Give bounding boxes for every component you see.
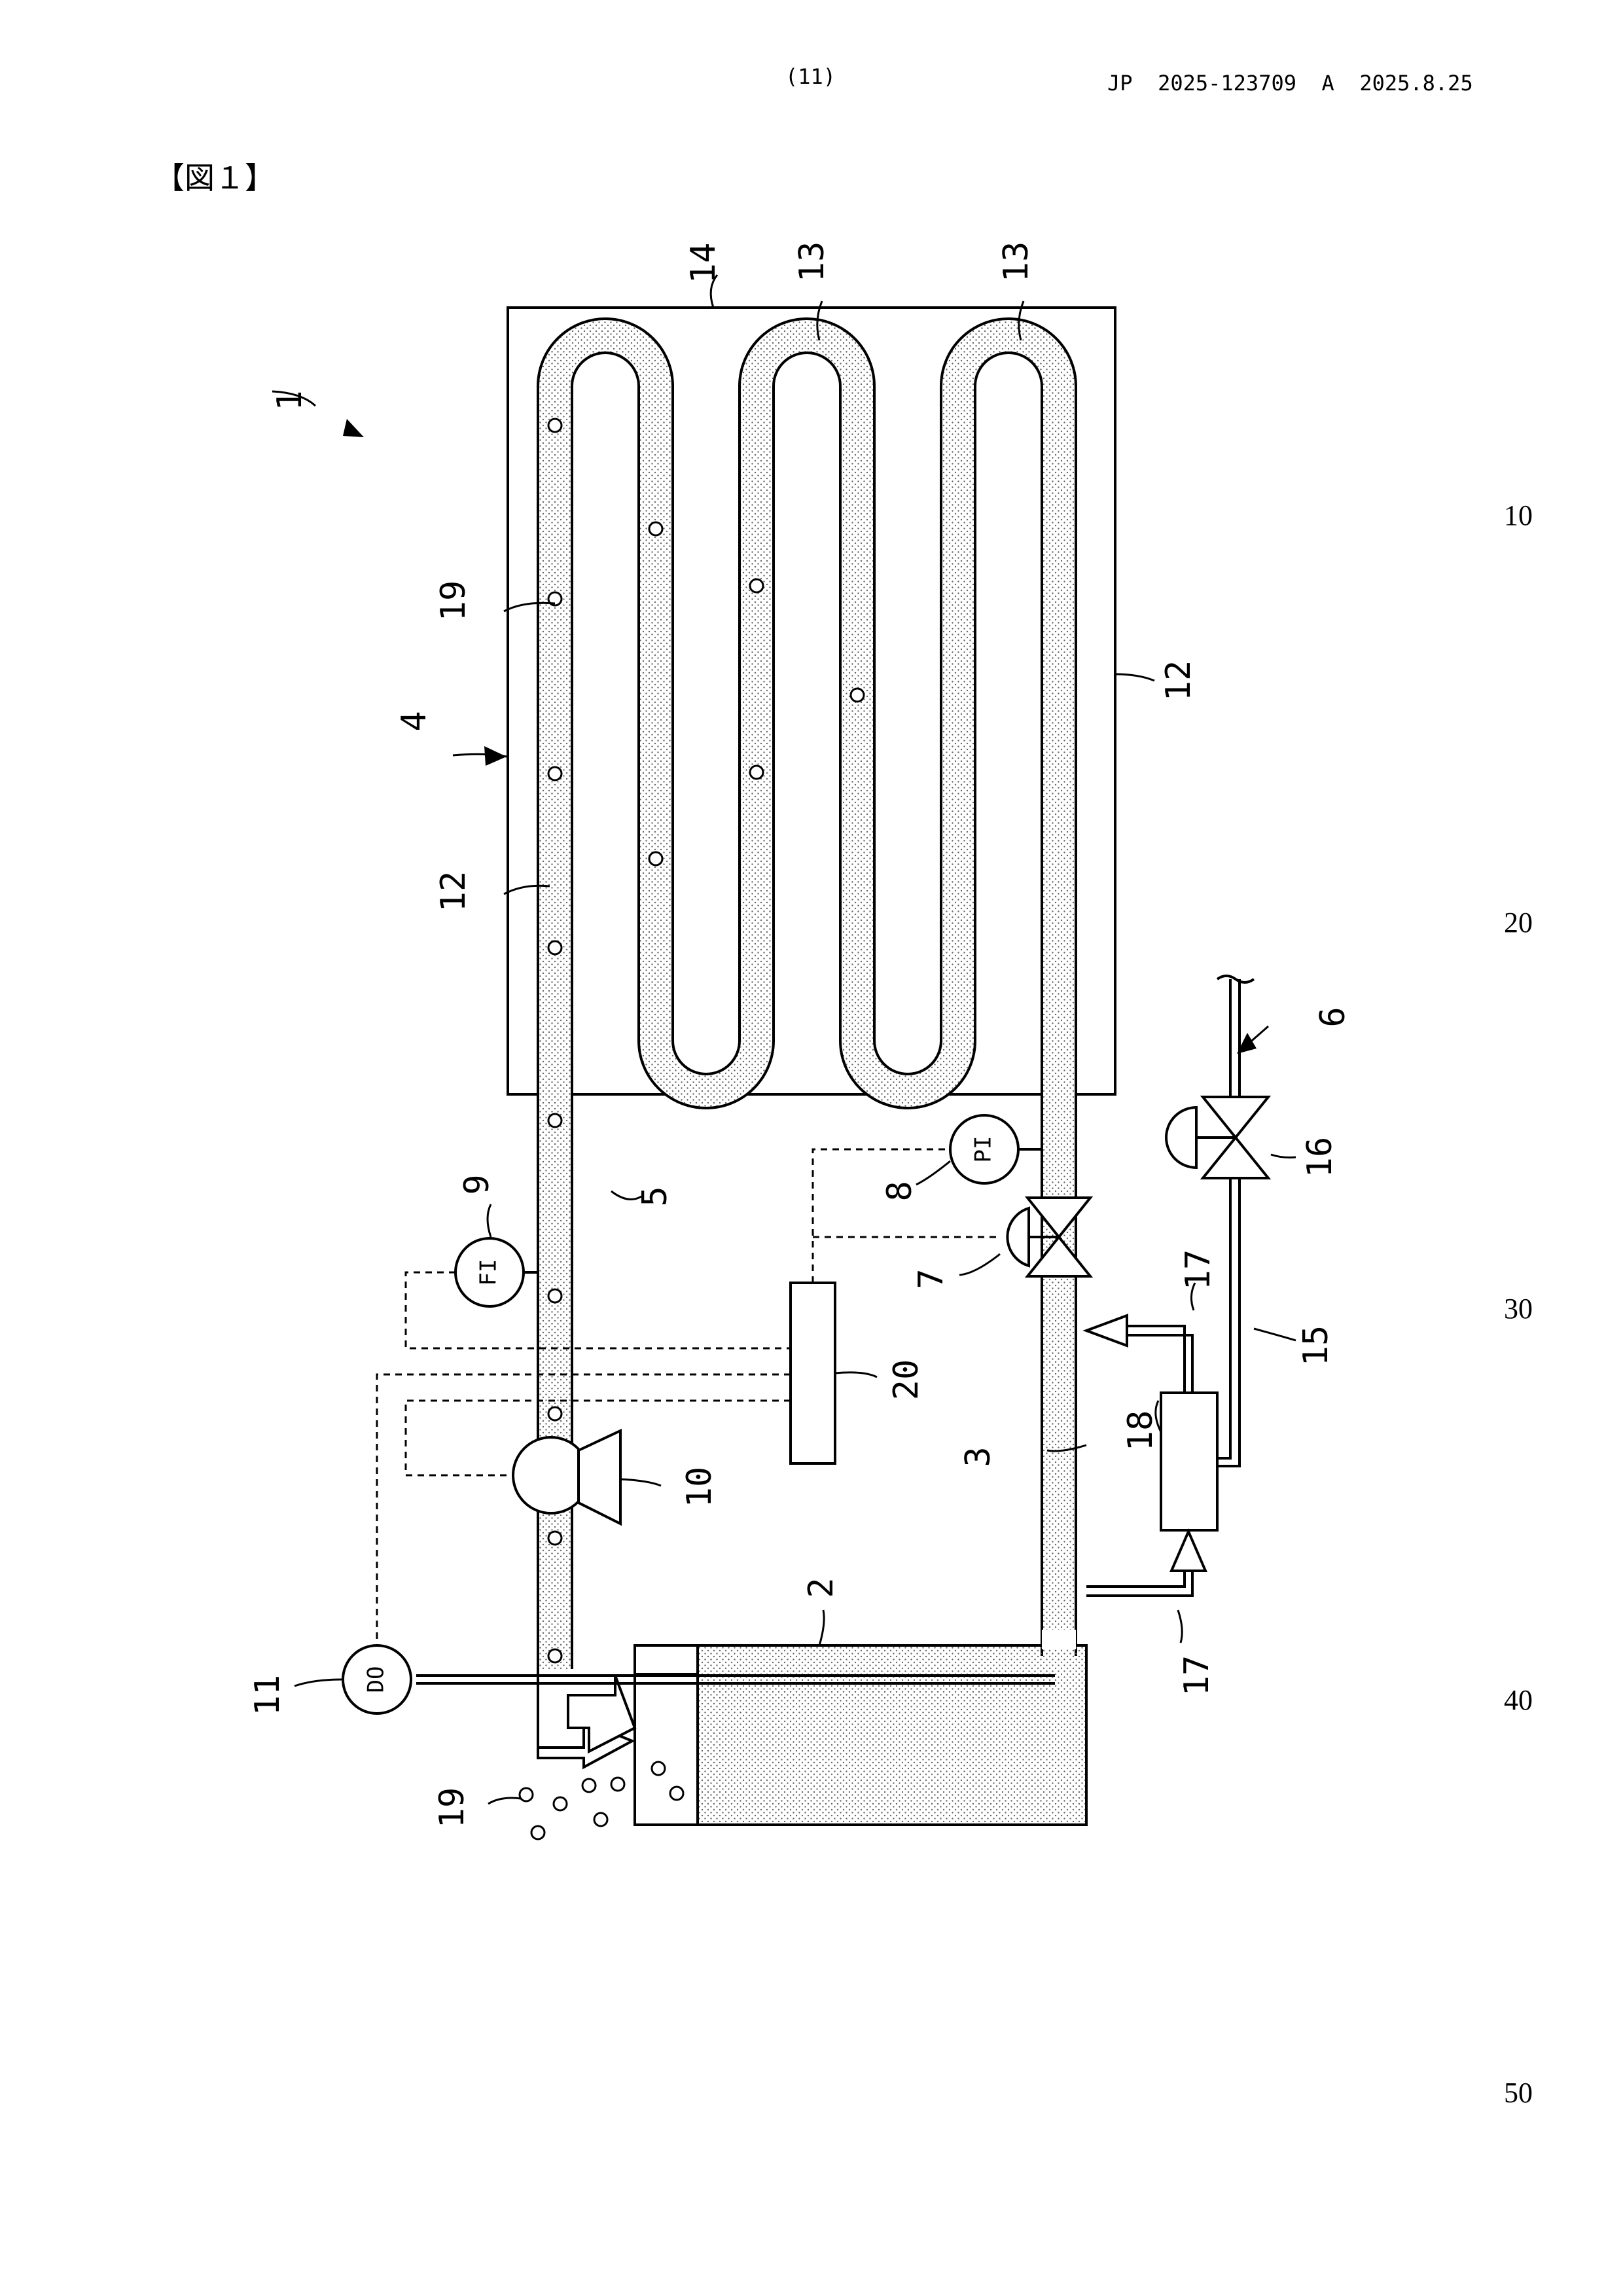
label-supply-pipe-5: 5 [635,1186,675,1206]
label-controller-20: 20 [887,1359,926,1401]
label-mixer-18: 18 [1121,1410,1160,1452]
label-pipe-12-right: 12 [1159,660,1198,702]
label-pump-10: 10 [680,1467,719,1508]
controller [791,1283,835,1463]
label-gas-supply-6: 6 [1313,1007,1353,1027]
label-bend-13-b: 13 [997,242,1036,283]
label-line-17-lower: 17 [1177,1655,1217,1696]
label-bend-13-a: 13 [793,242,832,283]
label-control-valve-7: 7 [912,1268,951,1289]
arrow-17-lower [1171,1532,1205,1571]
label-do-meter-11: 11 [248,1675,287,1716]
heat-exchanger-panel [508,308,1115,1094]
inflow-arrow-head [568,1676,635,1751]
serpentine-pipe-fill [555,336,1059,1669]
arrow-panel-4 [484,746,507,766]
tank-liquid [698,1645,1086,1825]
arrow-17-upper [1086,1316,1127,1346]
mixer [1161,1393,1217,1530]
gas-line [1217,979,1240,1466]
label-pressure-indicator-8: 8 [880,1181,919,1201]
label-panel-14: 14 [684,243,723,284]
bubbles-discharged [520,1762,683,1839]
label-gas-valve-16: 16 [1300,1137,1340,1178]
label-heat-exchanger-4: 4 [395,711,434,731]
label-line-17-upper: 17 [1179,1249,1218,1291]
pump-outlet [579,1431,620,1524]
label-pipe-12-left: 12 [434,871,473,912]
label-gas-pipe-15: 15 [1296,1325,1336,1367]
label-return-pipe-3: 3 [959,1446,998,1467]
label-bubbles-19-lower: 19 [433,1787,472,1829]
do-meter-label: DO [363,1666,389,1693]
label-bubbles-19-upper: 19 [434,581,473,622]
pressure-indicator-label: PI [971,1136,997,1163]
label-system-1: 1 [270,390,310,410]
serpentine-pipe-stipple [555,336,1059,1669]
arrow-system-1 [343,419,364,437]
reference-numerals: 1 14 13 13 12 19 4 12 6 16 9 5 8 7 17 15… [248,242,1353,1829]
return-pipe-joint [1042,1630,1076,1649]
gas-valve-actuator [1166,1107,1196,1168]
leader-lines [272,275,1296,1804]
label-tank-2: 2 [802,1577,841,1598]
gas-line-break [1217,976,1254,982]
control-valve-actuator [1007,1208,1029,1266]
serpentine-pipe [555,336,1059,1669]
flow-indicator-label: FI [476,1259,502,1286]
label-flow-indicator-9: 9 [457,1174,497,1194]
